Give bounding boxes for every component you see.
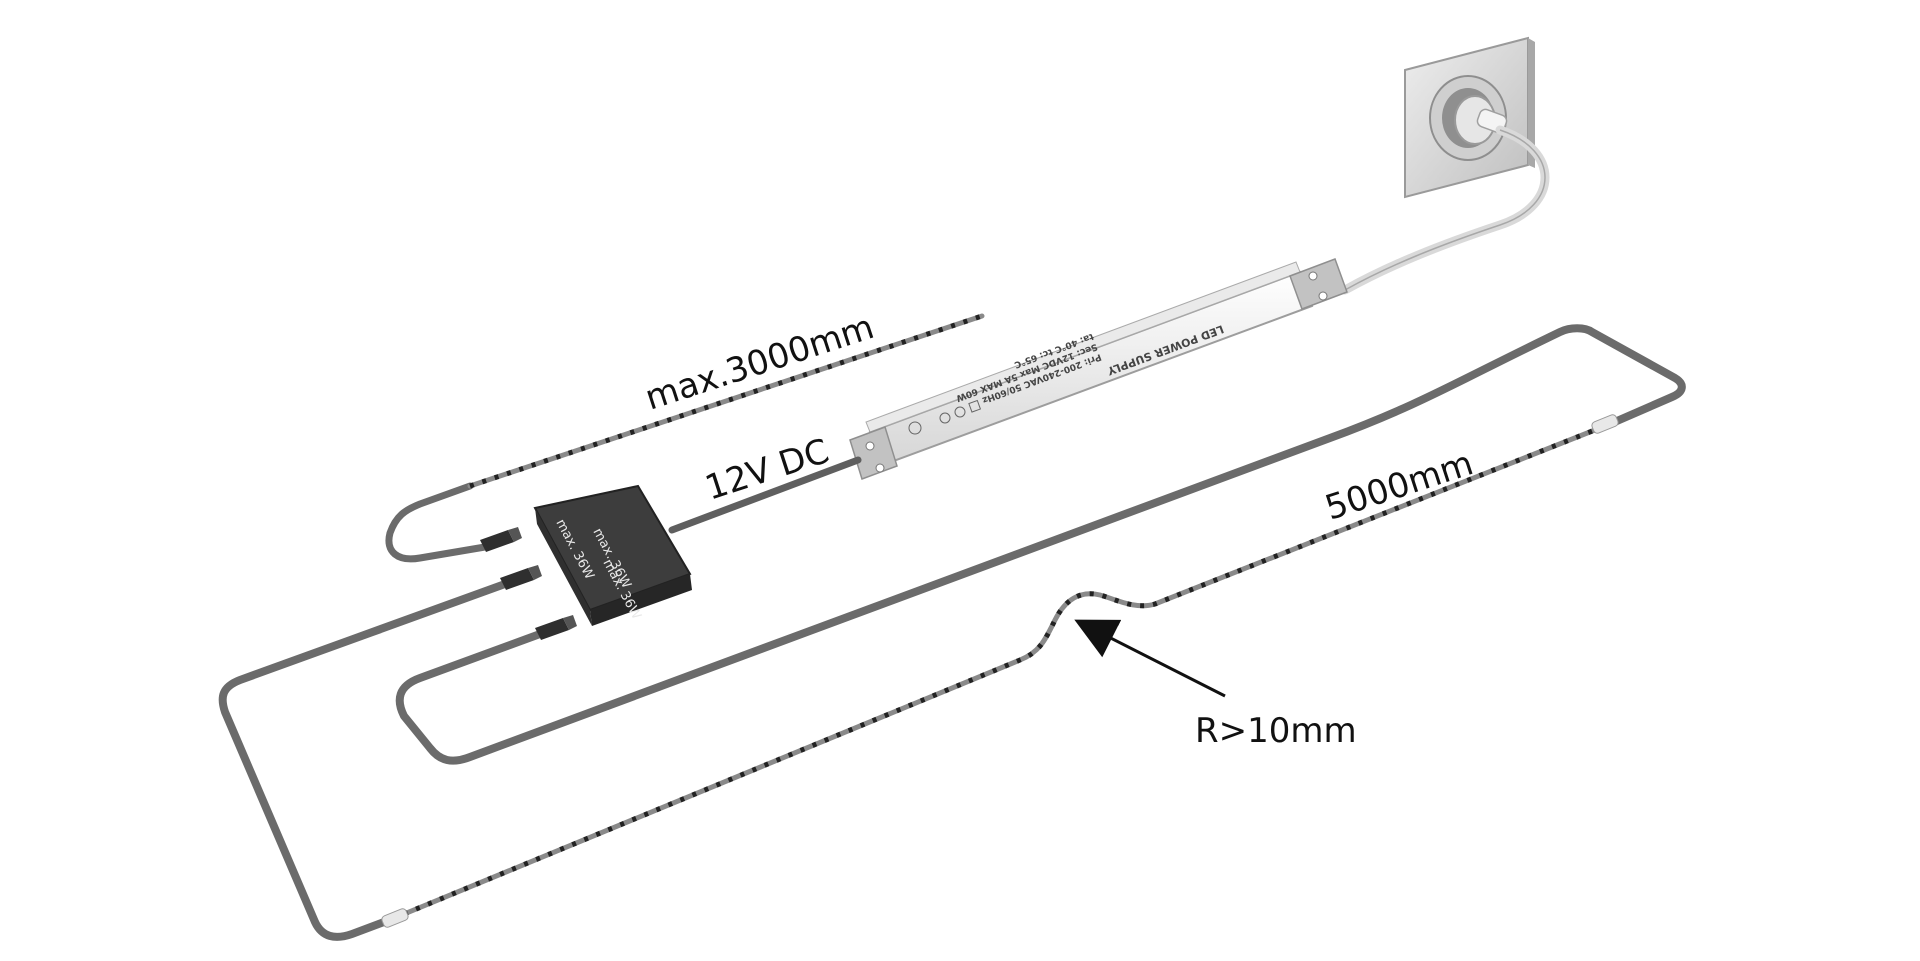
connector-2 [500, 565, 542, 590]
cable-loop-outer [218, 580, 509, 941]
certification-icons [908, 399, 982, 435]
connector-3 [535, 615, 577, 640]
bend-arrow [1074, 619, 1226, 698]
strip-length-label: 5000mm [1320, 443, 1478, 528]
led-strip-upper [467, 313, 985, 489]
cable-loop-inner [395, 324, 1686, 765]
wall-outlet [1404, 36, 1535, 199]
bend-radius-label: R>10mm [1195, 711, 1357, 751]
led-strip-main [381, 414, 1619, 928]
junction-box: max. 36W max. 36W max. 36W [533, 484, 692, 626]
cable-upper [385, 482, 489, 563]
dc-cable [668, 456, 862, 534]
led-power-supply: LED POWER SUPPLY Pri: 200-240VAC 50/60Hz… [849, 258, 1348, 480]
connector-1 [480, 527, 522, 552]
